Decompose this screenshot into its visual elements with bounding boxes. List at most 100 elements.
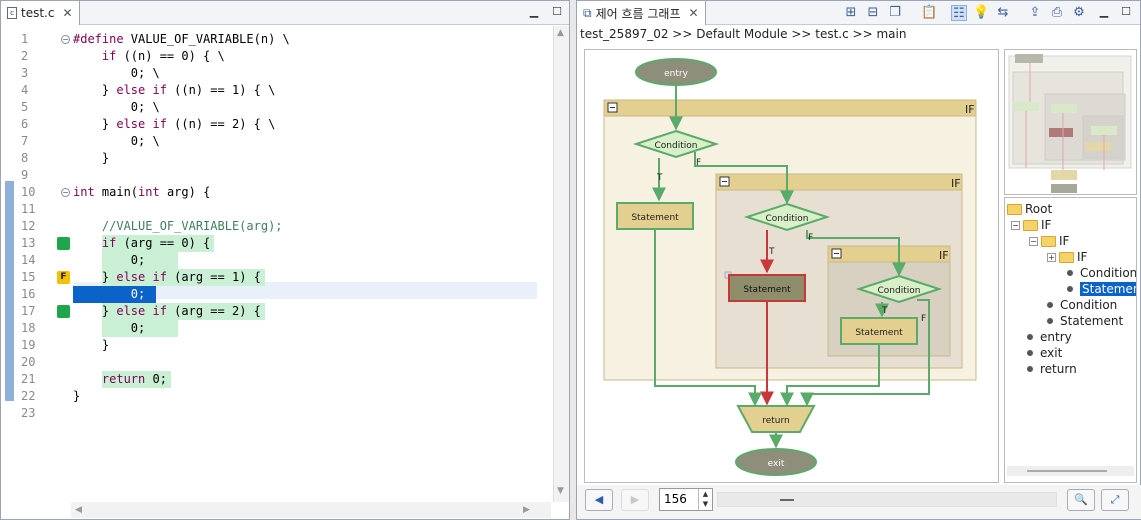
tree-node-root[interactable]: Root — [1007, 201, 1052, 217]
tree-node-statement-selected[interactable]: Statemen — [1063, 281, 1136, 297]
exit-node[interactable]: exit — [735, 448, 817, 476]
tree-node-if[interactable]: −IF — [1011, 218, 1052, 232]
scroll-down-icon[interactable]: ▼ — [557, 486, 564, 496]
coverage-true-marker-icon[interactable] — [57, 237, 70, 250]
condition-node[interactable]: Condition — [632, 129, 720, 159]
zoom-button[interactable]: 🔍 — [1067, 489, 1095, 511]
spinner-buttons[interactable]: ▲▼ — [698, 489, 712, 510]
code-line[interactable]: } — [73, 151, 110, 165]
scroll-thumb[interactable] — [1027, 470, 1107, 472]
code-line[interactable]: 0; — [73, 287, 146, 301]
line-number: 19 — [21, 338, 36, 352]
tab-title: 제어 흐름 그래프 — [595, 6, 681, 21]
layout-icon[interactable]: ☷ — [951, 5, 967, 21]
collapse-all-icon[interactable]: ⊟ — [867, 5, 879, 20]
line-number: 13 — [21, 236, 36, 250]
structure-tree[interactable]: Root −IF −IF +IF Condition Statemen Cond… — [1004, 197, 1137, 483]
line-number: 5 — [21, 100, 29, 114]
leaf-dot-icon — [1027, 334, 1033, 340]
tree-node-entry[interactable]: entry — [1023, 329, 1072, 345]
return-node[interactable]: return — [736, 405, 816, 433]
code-line[interactable]: 0; \ — [73, 134, 160, 148]
tree-node-if[interactable]: +IF — [1047, 250, 1088, 264]
tab-test-c[interactable]: c test.c ✕ — [1, 1, 80, 25]
coverage-true-marker-icon[interactable] — [57, 305, 70, 318]
lightbulb-icon[interactable]: 💡 — [973, 5, 990, 20]
vertical-scrollbar[interactable]: ▲ ▼ — [553, 26, 569, 502]
maximize-icon[interactable]: ☐ — [552, 5, 562, 18]
scroll-right-icon[interactable]: ▶ — [523, 505, 530, 515]
minimize-icon[interactable]: ▁ — [1099, 5, 1109, 18]
coverage-false-marker-icon[interactable]: F — [57, 271, 70, 284]
line-number: 3 — [21, 66, 29, 80]
code-line[interactable]: 0; — [73, 253, 146, 267]
copy-icon[interactable]: ❐ — [889, 5, 901, 20]
code-line[interactable]: } else if ((n) == 2) { \ — [73, 117, 276, 131]
code-line[interactable]: int main(int arg) { — [73, 185, 211, 199]
scroll-left-icon[interactable]: ◀ — [75, 505, 82, 515]
line-number: 9 — [21, 168, 29, 182]
chevron-down-icon[interactable]: ▼ — [702, 500, 709, 508]
next-button[interactable]: ▶ — [621, 489, 649, 511]
collapse-icon[interactable]: − — [1029, 236, 1038, 246]
leaf-dot-icon — [1047, 302, 1053, 308]
flow-graph-canvas[interactable]: IF IF IF — [584, 49, 999, 483]
fold-collapse-icon[interactable]: − — [61, 35, 70, 44]
code-line[interactable]: if (arg == 0) { — [101, 236, 211, 250]
clipboard-icon[interactable]: 📋 — [921, 5, 938, 20]
fold-collapse-icon[interactable]: − — [61, 188, 70, 197]
graph-overview-minimap[interactable] — [1004, 49, 1137, 195]
tree-node-exit[interactable]: exit — [1023, 345, 1062, 361]
zoom-slider[interactable] — [717, 492, 1057, 507]
code-line[interactable]: #define VALUE_OF_VARIABLE(n) \ — [73, 32, 290, 46]
collapse-icon[interactable]: − — [1011, 220, 1020, 230]
statement-node[interactable]: Statement — [616, 202, 694, 230]
code-line[interactable]: //VALUE_OF_VARIABLE(arg); — [73, 219, 283, 233]
horizontal-scrollbar[interactable]: ◀ ▶ — [71, 502, 551, 518]
expand-icon[interactable]: + — [1047, 252, 1056, 262]
code-line[interactable]: 0; — [73, 321, 146, 335]
line-number: 17 — [21, 304, 36, 318]
slider-thumb[interactable] — [780, 499, 794, 501]
tree-node-condition[interactable]: Condition — [1043, 297, 1117, 313]
sync-icon[interactable]: ⇆ — [997, 5, 1009, 20]
tree-node-if[interactable]: −IF — [1029, 234, 1070, 248]
close-icon[interactable]: ✕ — [688, 6, 699, 20]
code-line[interactable]: } else if (arg == 1) { — [73, 270, 261, 284]
fit-to-window-button[interactable]: ⤢ — [1101, 489, 1129, 511]
code-line[interactable]: } else if (arg == 2) { — [73, 304, 261, 318]
export-icon[interactable]: ⇪ — [1029, 5, 1041, 20]
entry-node[interactable]: entry — [635, 58, 717, 86]
code-line[interactable]: } — [73, 338, 110, 352]
code-line[interactable]: } else if ((n) == 1) { \ — [73, 83, 276, 97]
code-line[interactable]: 0; \ — [73, 100, 160, 114]
c-file-icon: c — [7, 7, 17, 19]
condition-node[interactable]: Condition — [743, 202, 831, 232]
chevron-up-icon[interactable]: ▲ — [702, 490, 709, 498]
statement-node-selected[interactable]: Statement — [724, 271, 806, 302]
tree-horizontal-scrollbar[interactable] — [1007, 466, 1134, 476]
tree-node-return[interactable]: return — [1023, 361, 1077, 377]
code-line[interactable]: return 0; — [101, 372, 167, 386]
tab-control-flow-graph[interactable]: ⧉ 제어 흐름 그래프 ✕ — [577, 1, 706, 25]
statement-node[interactable]: Statement — [840, 317, 918, 345]
print-icon[interactable]: ⎙ — [1051, 5, 1063, 20]
page-number-spinner[interactable]: 156 ▲▼ — [659, 488, 713, 511]
close-icon[interactable]: ✕ — [62, 6, 73, 20]
code-line[interactable]: if ((n) == 0) { \ — [101, 49, 225, 63]
expand-all-icon[interactable]: ⊞ — [845, 5, 857, 20]
previous-button[interactable]: ◀ — [585, 489, 613, 511]
line-number: 11 — [21, 202, 36, 216]
code-area[interactable]: #define VALUE_OF_VARIABLE(n) \ if ((n) =… — [73, 26, 537, 496]
line-number: 22 — [21, 389, 36, 403]
scroll-up-icon[interactable]: ▲ — [557, 28, 564, 38]
condition-node[interactable]: Condition — [855, 274, 943, 304]
maximize-icon[interactable]: ☐ — [1121, 5, 1131, 18]
code-line[interactable]: 0; \ — [73, 66, 160, 80]
tree-node-statement[interactable]: Statement — [1043, 313, 1123, 329]
code-line[interactable]: } — [73, 389, 81, 403]
settings-icon[interactable]: ⚙ — [1073, 5, 1085, 20]
arrow-right-icon: ▶ — [630, 493, 640, 506]
minimize-icon[interactable]: ▁ — [529, 5, 539, 18]
tree-node-condition[interactable]: Condition — [1063, 265, 1136, 281]
